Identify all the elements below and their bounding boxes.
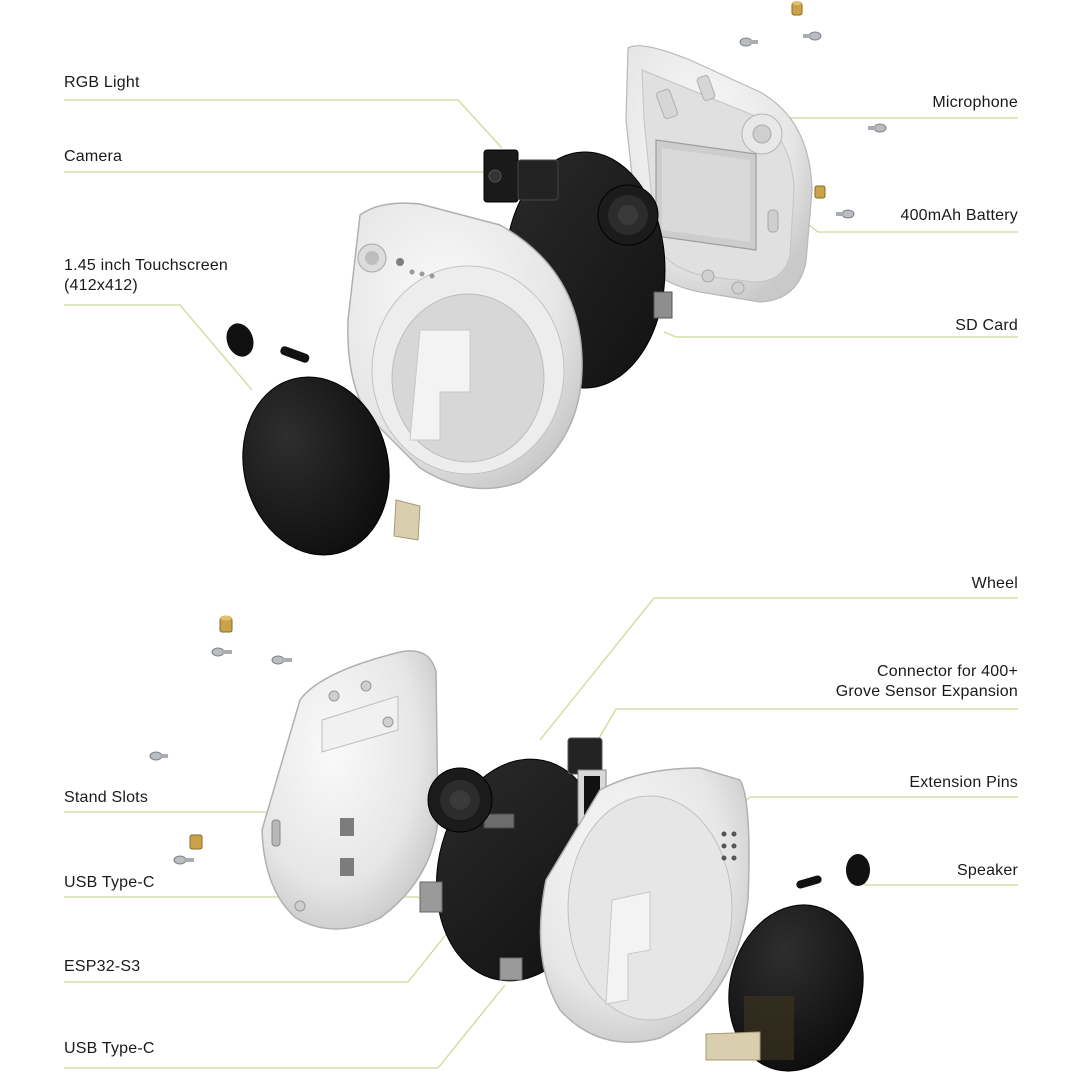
label-speaker: Speaker: [957, 862, 1018, 879]
front-shell-bottom: [539, 767, 750, 1044]
back-cover-bottom: [261, 650, 439, 930]
wheel-knob-top: [597, 184, 659, 246]
leader-battery: [807, 223, 1018, 233]
leader-touchscreen: [64, 304, 253, 391]
label-touchscreen: 1.45 inch Touchscreen (412x412): [64, 256, 228, 296]
wheel-knob-bottom: [427, 767, 493, 833]
leader-wheel: [539, 597, 1018, 741]
leader-lines: [64, 99, 1018, 1069]
label-connector-line1: Connector for 400+: [876, 663, 1018, 680]
touchscreen-top: [226, 323, 421, 556]
speaker-grille: [721, 831, 737, 861]
front-shell-top: [347, 202, 583, 490]
label-connector-line2: Grove Sensor Expansion: [835, 683, 1018, 700]
screws-bottom: [149, 615, 292, 865]
label-stand-slots: Stand Slots: [64, 789, 149, 806]
leader-extension-pins: [739, 796, 1018, 806]
label-camera: Camera: [64, 148, 123, 165]
label-sd-card: SD Card: [955, 317, 1018, 334]
label-usb-type-c-1: USB Type-C: [64, 874, 155, 891]
label-touchscreen-line1: 1.45 inch Touchscreen: [64, 257, 229, 274]
label-connector: Connector for 400+ Grove Sensor Expansio…: [836, 662, 1018, 702]
leader-microphone: [767, 117, 1018, 133]
label-usb-type-c-2: USB Type-C: [64, 1040, 155, 1057]
label-wheel: Wheel: [971, 575, 1018, 592]
touchscreen-bottom: [705, 854, 870, 1072]
leader-sd-card: [663, 331, 1018, 338]
label-battery: 400mAh Battery: [900, 207, 1018, 224]
label-esp32: ESP32-S3: [64, 958, 141, 975]
label-touchscreen-line2: (412x412): [64, 277, 138, 294]
label-rgb-light: RGB Light: [64, 74, 140, 91]
label-extension-pins: Extension Pins: [909, 774, 1018, 791]
leader-esp32: [64, 931, 449, 983]
leader-usb-c-2: [64, 984, 506, 1069]
screws-top: [739, 1, 887, 219]
battery-pack: [655, 139, 757, 251]
leader-connector: [597, 708, 1018, 741]
label-microphone: Microphone: [932, 94, 1018, 111]
leader-rgb-light: [64, 99, 503, 149]
